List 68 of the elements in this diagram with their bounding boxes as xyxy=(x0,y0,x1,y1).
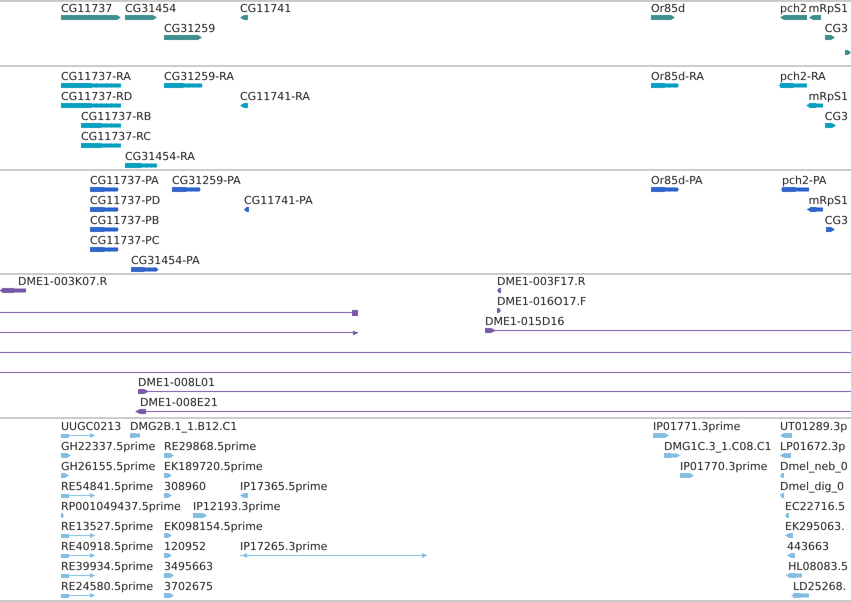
feature-label: RE40918.5prime xyxy=(61,541,154,552)
feature-label: CG11737-RB xyxy=(81,111,152,122)
feature-label: EC22716.5 xyxy=(785,501,846,512)
feature-label: IP17365.5prime xyxy=(240,481,328,492)
feature-label: CG3 xyxy=(824,111,848,122)
feature-label: DME1-003K07.R xyxy=(18,276,108,287)
feature-label: DMG1C.3_1.C08.C1 xyxy=(664,441,772,452)
feature-label: 3702675 xyxy=(164,581,213,592)
feature-label: Or85d-RA xyxy=(651,71,704,82)
feature-label: IP01770.3prime xyxy=(680,461,768,472)
feature-label: DME1-016O17.F xyxy=(497,296,586,307)
feature-label: RE29868.5prime xyxy=(164,441,256,452)
feature-label: EK295063. xyxy=(785,521,845,532)
feature-label: CG11741-PA xyxy=(244,195,313,206)
feature-label: RE54841.5prime xyxy=(61,481,154,492)
feature-label: mRpS1 xyxy=(808,91,848,102)
feature-label: DME1-015D16 xyxy=(485,316,564,327)
feature-label: CG11741 xyxy=(240,3,292,14)
feature-label: CG31454-PA xyxy=(131,255,200,266)
feature-label: mRpS1 xyxy=(808,195,848,206)
feature-label: Or85d xyxy=(651,3,686,14)
feature-label: EK189720.5prime xyxy=(164,461,263,472)
feature-label: pch2 xyxy=(780,3,808,14)
feature-label: RE39934.5prime xyxy=(61,561,154,572)
feature-label: LP01672.3p xyxy=(780,441,846,452)
feature-label: GH26155.5prime xyxy=(61,461,156,472)
feature-label: IP01771.3prime xyxy=(653,421,740,432)
feature-label: IP12193.3prime xyxy=(193,501,280,512)
feature-label: pch2-RA xyxy=(780,71,826,82)
feature-label: CG31454 xyxy=(125,3,176,14)
feature-label: CG11737-PC xyxy=(90,235,160,246)
feature-label: RP001049437.5prime xyxy=(61,501,181,512)
feature-label: mRpS1 xyxy=(808,3,848,14)
feature-label: DME1-008E21 xyxy=(140,397,218,408)
feature-label: CG11737-RD xyxy=(61,91,132,102)
feature-label: CG11737-PD xyxy=(90,195,160,206)
feature-label: Dmel_neb_0 xyxy=(780,461,848,472)
feature-label: IP17265.3prime xyxy=(240,541,328,552)
feature-label: EK098154.5prime xyxy=(164,521,263,532)
feature-label: DME1-008L01 xyxy=(138,377,215,388)
feature-label: 3495663 xyxy=(164,561,213,572)
feature-label: DME1-003F17.R xyxy=(497,276,586,287)
feature-label: CG11741-RA xyxy=(240,91,310,102)
feature-label: CG11737-RA xyxy=(61,71,131,82)
feature-label: GH22337.5prime xyxy=(61,441,156,452)
feature-label: 120952 xyxy=(164,541,206,552)
feature-label: Dmel_dig_0 xyxy=(780,481,844,492)
feature-label: RE13527.5prime xyxy=(61,521,154,532)
feature-label: RE24580.5prime xyxy=(61,581,154,592)
feature-label: CG3 xyxy=(824,23,848,34)
feature-label: UUGC0213 xyxy=(61,421,122,432)
feature-label: CG11737-PB xyxy=(90,215,160,226)
feature-label: CG11737-RC xyxy=(81,131,151,142)
feature-label: CG11737-PA xyxy=(90,175,159,186)
feature-label: 443663 xyxy=(787,541,829,552)
feature-label: pch2-PA xyxy=(782,175,826,186)
feature-label: HL08083.5 xyxy=(788,561,848,572)
feature-label: CG11737 xyxy=(61,3,112,14)
feature-label: CG3 xyxy=(824,215,848,226)
feature-label: DMG2B.1_1.B12.C1 xyxy=(130,421,238,432)
feature-label: CG31454-RA xyxy=(125,151,195,162)
feature-label: CG31259-PA xyxy=(172,175,241,186)
feature-label: Or85d-PA xyxy=(651,175,703,186)
feature-label: 308960 xyxy=(164,481,206,492)
feature-label: CG31259 xyxy=(164,23,216,34)
feature-label: UT01289.3p xyxy=(780,421,848,432)
feature-label: CG31259-RA xyxy=(164,71,234,82)
feature-label: LD25268. xyxy=(793,581,846,592)
